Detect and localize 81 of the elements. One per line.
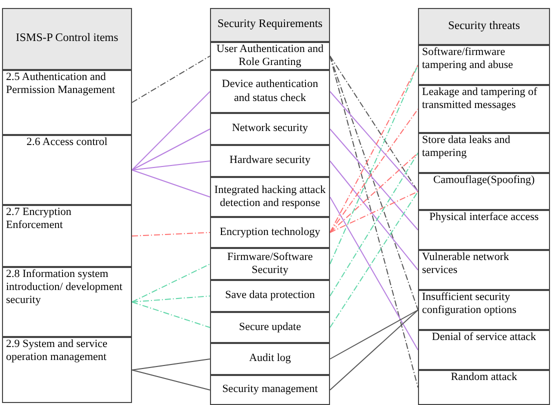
connector-line bbox=[132, 358, 210, 370]
item-box bbox=[210, 248, 330, 280]
connector-line bbox=[330, 152, 418, 233]
item-label: Encryption technology bbox=[220, 226, 320, 240]
column-header-box bbox=[418, 8, 550, 45]
item-box bbox=[210, 145, 330, 177]
item-label: Random attack bbox=[450, 371, 518, 384]
item-box bbox=[2, 337, 132, 403]
item-label: Denial of service attack bbox=[432, 331, 536, 344]
item-label: Security management bbox=[222, 383, 318, 397]
item-box bbox=[418, 85, 550, 133]
item-label: Physical interface access bbox=[429, 211, 539, 224]
connector-line bbox=[330, 128, 418, 230]
connector-line bbox=[132, 302, 210, 328]
item-box bbox=[418, 330, 550, 370]
item-label: 2.5 Authentication and Permission Management bbox=[6, 71, 116, 98]
item-label: 2.9 System and service operation management bbox=[6, 338, 108, 364]
connector-line bbox=[132, 296, 210, 302]
connector-line bbox=[132, 56, 210, 103]
item-label: 2.6 Access control bbox=[26, 136, 108, 150]
connector-line bbox=[330, 152, 418, 296]
item-box bbox=[418, 290, 550, 330]
item-label: Save data protection bbox=[225, 289, 315, 303]
connector-line bbox=[330, 191, 418, 233]
connector-line bbox=[132, 91, 210, 170]
item-label: User Authentication and Role Granting bbox=[216, 42, 324, 70]
column-header-box bbox=[2, 8, 132, 70]
item-label: Audit log bbox=[249, 352, 291, 366]
item-box bbox=[210, 312, 330, 343]
item-label: Vulnerable network services bbox=[422, 251, 510, 278]
item-box bbox=[210, 280, 330, 312]
connector-line bbox=[132, 264, 210, 302]
item-box bbox=[418, 250, 550, 290]
item-box bbox=[210, 70, 330, 113]
connector-line bbox=[330, 56, 418, 192]
connector-line bbox=[132, 170, 210, 198]
connector-line bbox=[132, 128, 210, 170]
column-header-box bbox=[210, 8, 330, 42]
connector-line bbox=[330, 310, 418, 390]
item-label: Network security bbox=[232, 122, 308, 136]
item-box bbox=[210, 177, 330, 217]
item-label: 2.8 Information system introduction/ development security bbox=[6, 268, 124, 308]
item-box bbox=[2, 135, 132, 205]
item-label: Store data leaks and tampering bbox=[422, 134, 512, 160]
item-box bbox=[210, 375, 330, 405]
connector-line bbox=[330, 191, 418, 328]
item-label: 2.7 Encryption Enforcement bbox=[6, 206, 72, 232]
item-label: Security Requirements bbox=[217, 18, 323, 32]
item-label: Camouflage(Spoofing) bbox=[433, 174, 535, 188]
connector-line bbox=[132, 370, 210, 390]
item-box bbox=[210, 343, 330, 375]
item-label: Firmware/Software Security bbox=[226, 250, 314, 278]
item-label: Secure update bbox=[239, 320, 301, 334]
connector-line bbox=[132, 160, 210, 170]
connector-line bbox=[330, 64, 418, 264]
connector-line bbox=[330, 196, 418, 350]
item-label: Device authentication and status check bbox=[220, 78, 320, 105]
item-label: Integrated hacking attack detection and response bbox=[214, 184, 326, 210]
connector-line bbox=[330, 91, 418, 192]
item-label: ISMS-P Control items bbox=[16, 32, 118, 46]
item-box bbox=[418, 45, 550, 85]
item-label: Insufficient security configuration options bbox=[422, 291, 518, 318]
connector-line bbox=[330, 56, 418, 310]
item-label: Leakage and tampering of transmitted messages bbox=[422, 86, 538, 112]
item-box bbox=[418, 210, 550, 250]
item-box bbox=[210, 217, 330, 248]
connector-line bbox=[330, 108, 418, 233]
item-box bbox=[2, 205, 132, 267]
item-box bbox=[418, 173, 550, 210]
connector-line bbox=[330, 64, 418, 233]
item-label: Software/firmware tampering and abuse bbox=[422, 46, 514, 72]
item-box bbox=[210, 113, 330, 145]
item-box bbox=[2, 70, 132, 135]
connector-line bbox=[330, 310, 418, 360]
item-label: Security threats bbox=[448, 20, 520, 34]
item-box bbox=[2, 267, 132, 337]
item-label: Hardware security bbox=[230, 154, 310, 168]
connector-line bbox=[330, 160, 418, 270]
item-box bbox=[418, 133, 550, 173]
item-box bbox=[418, 370, 550, 405]
connector-line bbox=[132, 232, 210, 236]
